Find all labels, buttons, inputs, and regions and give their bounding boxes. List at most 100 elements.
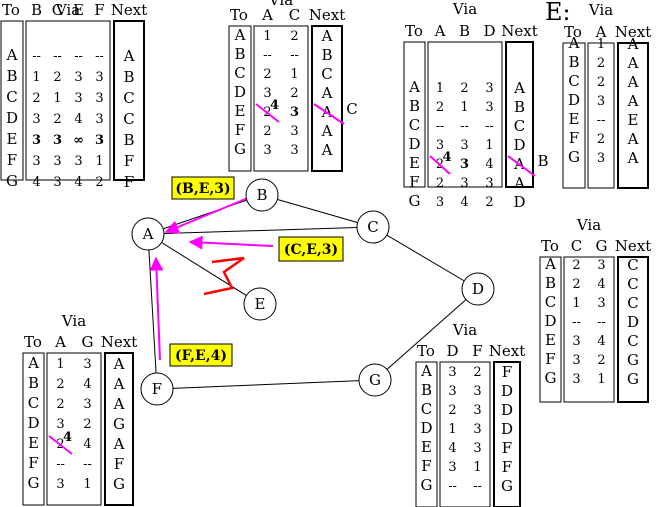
cost-cell: 1 <box>95 154 103 169</box>
routing-table-a: ToViaNextABDA123AB213BC------CD331DE2434… <box>403 0 549 211</box>
dest-cell: C <box>6 88 17 106</box>
cost-cell: 3 <box>448 384 456 399</box>
dest-cell: D <box>420 419 432 437</box>
next-hop-cell: D <box>513 136 525 154</box>
cost-cell: 2 <box>32 91 40 106</box>
next-hop-cell: B <box>321 46 332 64</box>
next-hop-cell: C <box>627 275 638 293</box>
to-column-box <box>403 41 426 188</box>
via-node-header: G <box>596 237 608 255</box>
cost-cell: 3 <box>95 91 103 106</box>
dest-cell: E <box>235 102 246 120</box>
cost-cell: 3 <box>485 81 493 96</box>
dest-cell: B <box>28 374 39 392</box>
cost-cell: 3 <box>53 154 61 169</box>
cost-cell: 3 <box>56 477 64 492</box>
cost-cell: 1 <box>32 70 40 85</box>
to-column-box <box>228 25 252 172</box>
next-hop-cell: C <box>123 89 134 107</box>
next-hop-cell: C <box>321 65 332 83</box>
dest-cell: D <box>6 109 18 127</box>
next-hop-cell: A <box>113 375 125 393</box>
cost-cell: 2 <box>473 365 481 380</box>
cost-cell: 2 <box>572 277 580 292</box>
cost-cell: 3 <box>263 86 271 101</box>
node-label: F <box>152 380 162 398</box>
message-text: (C,E,3) <box>284 242 338 258</box>
cost-cell: 4 <box>485 157 493 172</box>
cost-cell: 3 <box>572 372 580 387</box>
dest-cell: D <box>234 83 246 101</box>
cost-cell: 1 <box>290 67 298 82</box>
dest-cell: B <box>409 97 420 115</box>
lightning-bolt-icon <box>203 256 245 296</box>
dest-cell: B <box>6 67 17 85</box>
dest-cell: A <box>6 46 18 64</box>
cost-cell: 3 <box>74 70 82 85</box>
next-hop-cell: A <box>627 130 639 148</box>
to-header: To <box>230 6 248 24</box>
dest-cell: E <box>409 154 420 172</box>
node-circle <box>140 372 174 406</box>
to-header: To <box>24 333 42 351</box>
cost-cell: 2 <box>460 81 468 96</box>
cost-cell: -- <box>597 113 606 128</box>
next-hop-cell: A <box>113 435 125 453</box>
cost-cell: 4 <box>83 377 91 392</box>
cost-cell: 3 <box>485 100 493 115</box>
node-e: E <box>243 287 277 321</box>
next-hop-cell: F <box>124 173 134 191</box>
via-header: Via <box>61 312 86 330</box>
via-node-header: A <box>54 333 66 351</box>
dest-cell: C <box>409 116 420 134</box>
message-box <box>169 343 233 367</box>
link-c-d <box>372 226 479 290</box>
next-hop-cell: D <box>627 313 639 331</box>
next-hop-cell: D <box>501 420 513 438</box>
node-label: G <box>369 371 381 389</box>
node-circle <box>358 363 392 397</box>
strike-mark <box>48 435 73 455</box>
next-hop-cell: B <box>514 98 525 116</box>
via-node-header: A <box>595 23 607 41</box>
cost-cell: 2 <box>53 112 61 127</box>
cost-cell: 3 <box>74 154 82 169</box>
next-hop-cell: D <box>513 193 525 211</box>
cost-cell: 2 <box>448 403 456 418</box>
to-header: To <box>2 1 20 19</box>
next-column-box <box>104 352 134 506</box>
dest-cell: E <box>28 434 39 452</box>
next-hop-cell: F <box>502 439 512 457</box>
to-column-box <box>415 361 438 507</box>
cost-cell: 2 <box>597 56 605 71</box>
dest-cell: G <box>409 192 421 210</box>
cost-cell: 2 <box>56 397 64 412</box>
dest-cell: E <box>7 130 18 148</box>
cost-cell: -- <box>572 315 581 330</box>
next-header: Next <box>309 6 346 24</box>
next-hop-cell: A <box>321 141 333 159</box>
next-column-box <box>505 41 534 188</box>
cost-cell: 2 <box>572 258 580 273</box>
cost-cell: 2 <box>597 132 605 147</box>
link-a-b <box>147 194 263 235</box>
dest-cell: E <box>545 331 556 349</box>
message-c: (C,E,3) <box>278 236 344 262</box>
cost-cell: 3 <box>56 417 64 432</box>
node-b: B <box>245 178 279 212</box>
cost-cell: 2 <box>83 417 91 432</box>
cost-cell: 3 <box>460 138 468 153</box>
cost-cell: 3 <box>597 258 605 273</box>
updated-next-hop: C <box>346 100 357 118</box>
cost-cell: 3 <box>32 112 40 127</box>
next-column-box <box>311 25 343 172</box>
cost-cell: 3 <box>597 94 605 109</box>
via-header: Via <box>576 216 601 234</box>
via-node-header: F <box>94 1 104 19</box>
cost-cell: 3 <box>83 397 91 412</box>
via-header: Via <box>588 1 613 19</box>
next-hop-cell: C <box>514 117 525 135</box>
cost-cell: 3 <box>448 365 456 380</box>
